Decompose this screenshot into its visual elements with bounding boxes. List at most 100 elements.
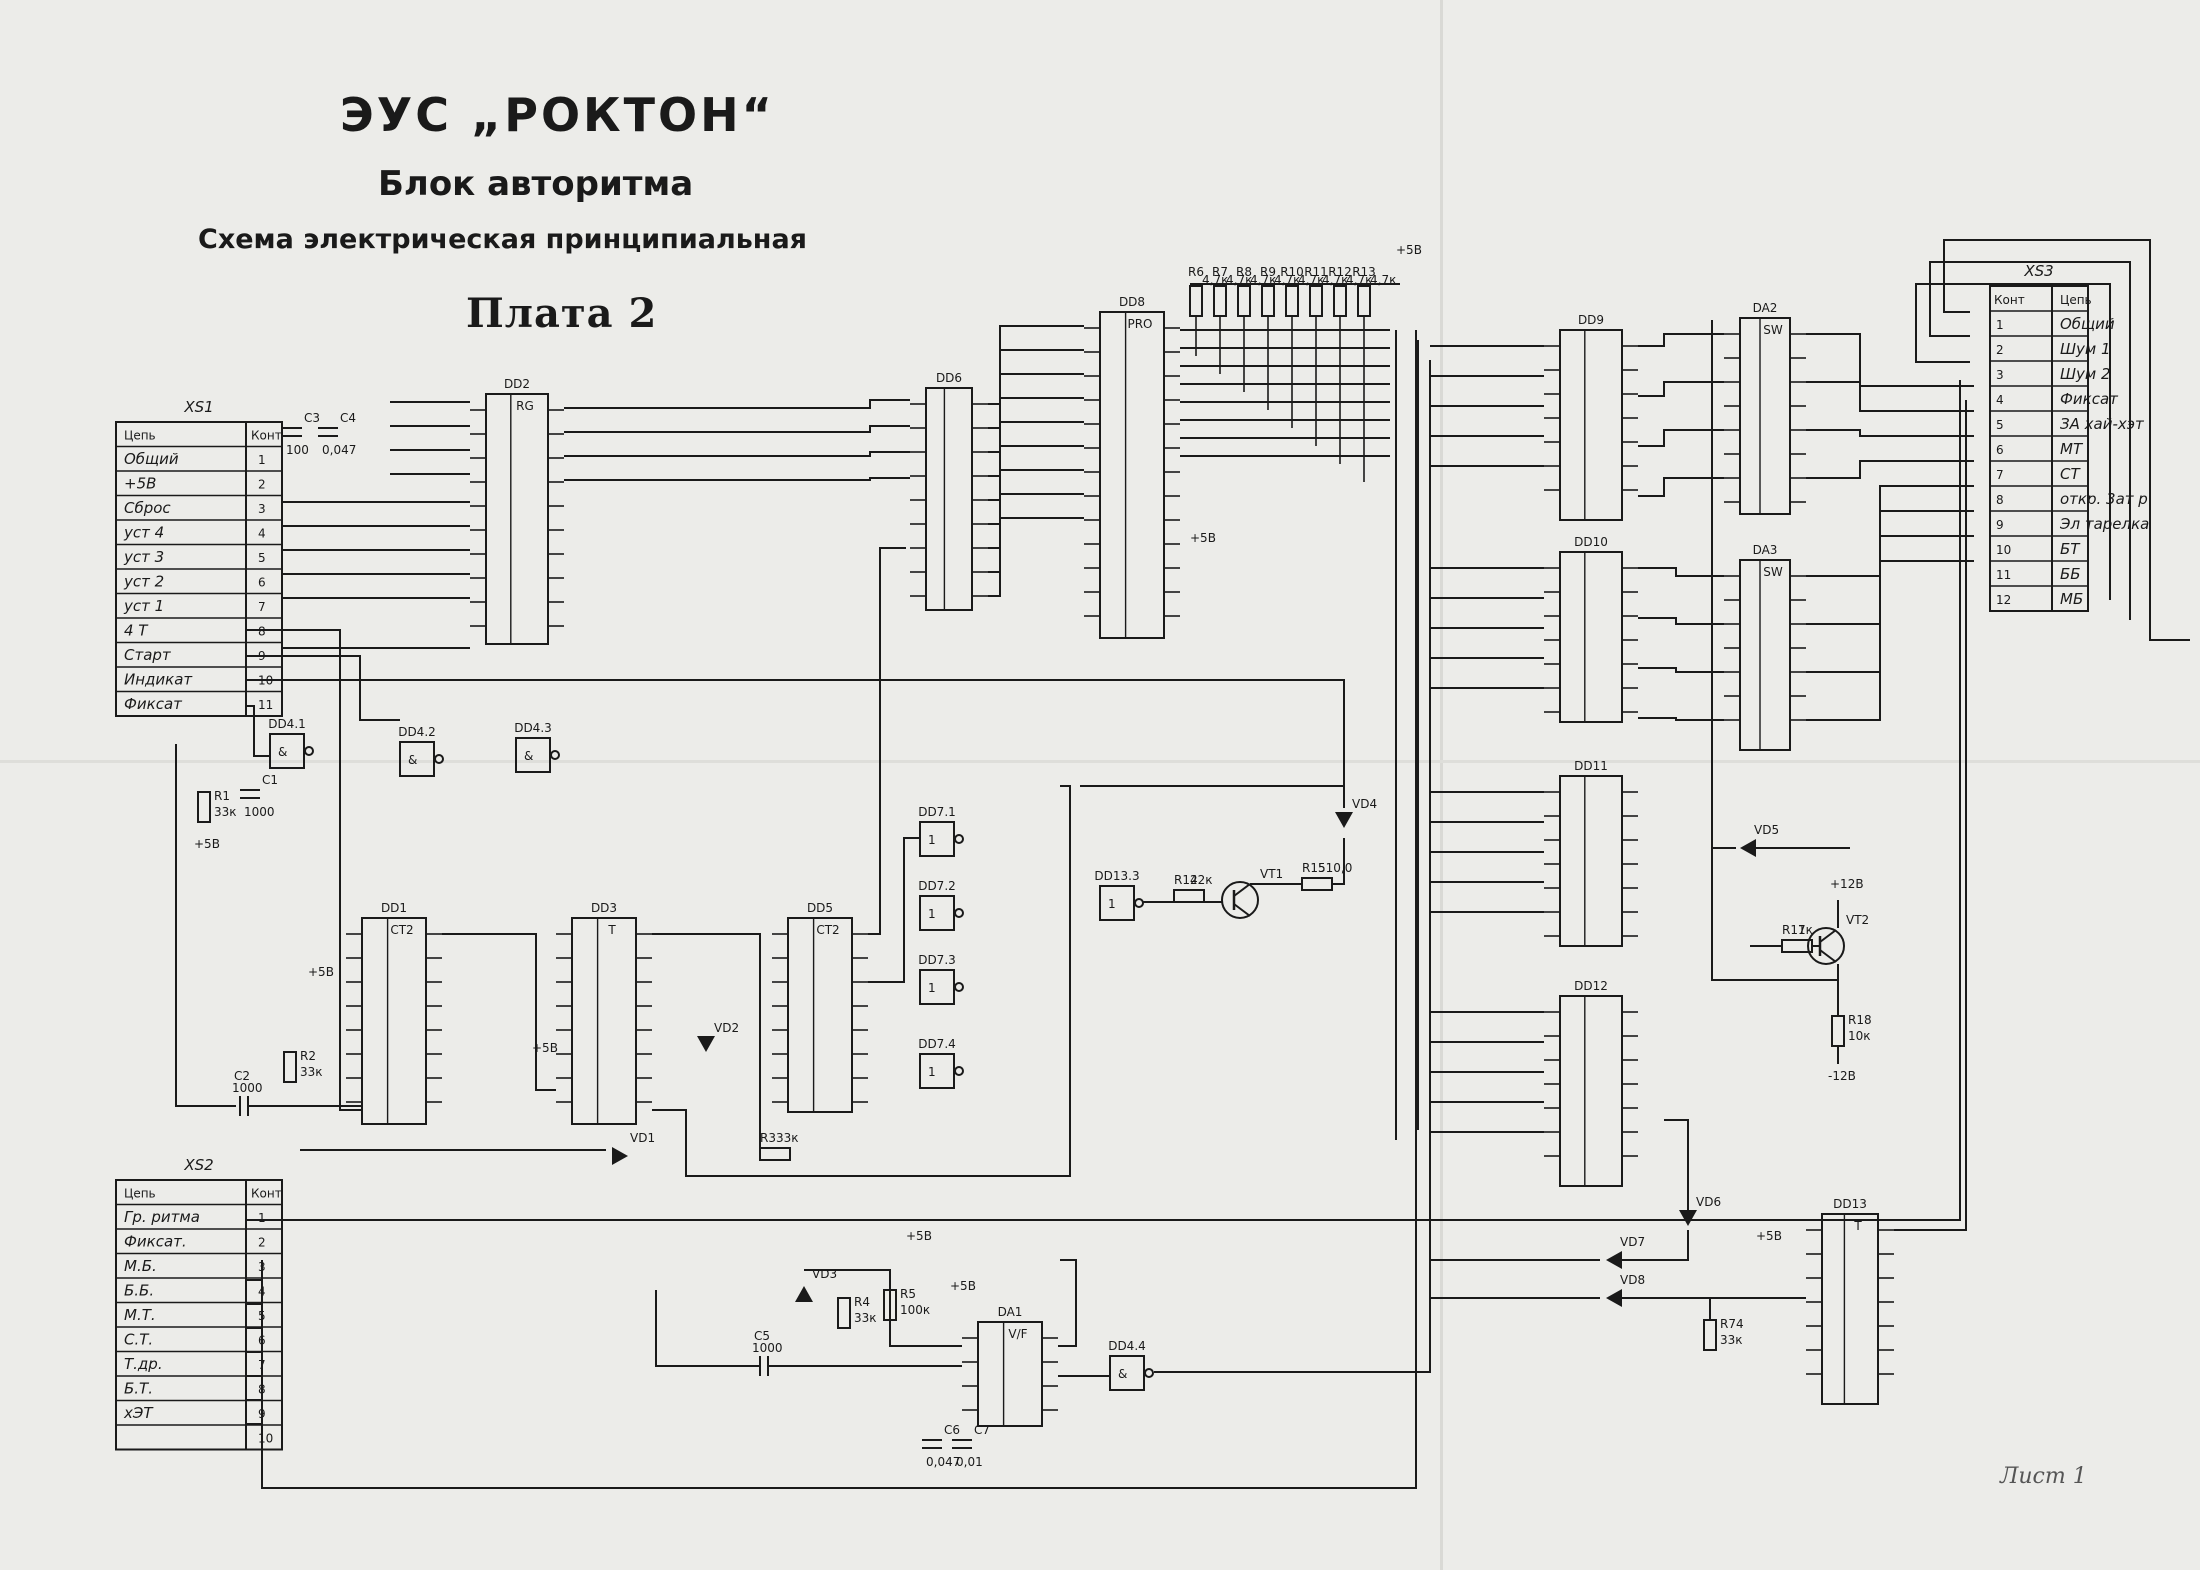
xs2-signal: Гр. ритма [124, 1208, 200, 1226]
fold-line-vertical [1440, 0, 1443, 1570]
chip-function-da2: SW [1763, 323, 1783, 337]
xs2-table [115, 1179, 283, 1451]
transistor-emitter [1233, 903, 1251, 917]
resistor-bank-ref: R10 [1280, 265, 1304, 279]
xs1-signal: Сброс [124, 499, 171, 517]
supply-plus12: +12В [1830, 877, 1864, 891]
gate-inverter [1134, 898, 1144, 908]
wire-da2-xs3 [1806, 429, 1974, 437]
xs1-pin: 8 [258, 625, 266, 639]
xs2-label: XS2 [183, 1156, 213, 1174]
title-kind: Схема электрическая принципиальная [198, 224, 808, 255]
gate-inverter [954, 982, 964, 992]
passive-r17-ref: R17 [1782, 923, 1806, 937]
sheet-number: Лист 1 [2000, 1464, 2087, 1489]
wire-r4r5 [804, 1269, 962, 1347]
chip-dd6 [925, 387, 973, 611]
passive-r74 [1703, 1319, 1717, 1351]
passive-c5-ref: C5 [754, 1329, 770, 1343]
chip-dd13 [1821, 1213, 1879, 1405]
xs2-pin: 1 [258, 1211, 266, 1225]
chip-label-dd11: DD11 [1574, 759, 1608, 773]
passive-c2-ref: C2 [234, 1069, 250, 1083]
xs3-pin: 4 [1996, 393, 2004, 407]
xs3-signal: Фиксат [2060, 390, 2119, 408]
supply-plus5-dd13: +5В [1756, 1229, 1782, 1243]
chip-label-da3: DA3 [1753, 543, 1778, 557]
passive-r5-ref: R5 [900, 1287, 916, 1301]
gate-label: DD7.2 [918, 879, 956, 893]
chip-dd9 [1559, 329, 1623, 521]
wire-xs3-loop2 [1929, 261, 2131, 620]
xs2-pin: 10 [258, 1432, 273, 1446]
passive-r1 [197, 791, 211, 823]
xs2-pin: 7 [258, 1358, 266, 1372]
gate-label: DD4.4 [1108, 1339, 1146, 1353]
xs3-signal: Шум 2 [2060, 365, 2111, 383]
passive-r4-ref: R4 [854, 1295, 870, 1309]
passive-r1-value: 33к [214, 805, 237, 819]
gate-symbol: 1 [928, 907, 936, 921]
diode-label-vd3: VD3 [812, 1267, 837, 1281]
passive-r2-value: 33к [300, 1065, 323, 1079]
wire-da3-xs3 [1806, 560, 1974, 721]
xs1-header-b: Конт [251, 429, 282, 443]
xs1-pin: 1 [258, 453, 266, 467]
xs1-signal: 4 Т [124, 622, 149, 640]
resistor-bank-ref: R12 [1328, 265, 1352, 279]
chip-label-dd12: DD12 [1574, 979, 1608, 993]
xs1-signal: Индикат [124, 671, 193, 689]
gate-dd13-3 [1099, 885, 1135, 921]
chip-label-dd1: DD1 [381, 901, 407, 915]
resistor-r8 [1237, 285, 1251, 317]
gate-inverter [550, 750, 560, 760]
wire-vt2-col [1711, 320, 1838, 981]
xs1-pin: 6 [258, 576, 266, 590]
supply-plus5-r1: +5В [194, 837, 220, 851]
xs1-header-a: Цепь [124, 429, 156, 443]
passive-r18-ref: R18 [1848, 1013, 1872, 1027]
xs3-signal: СТ [2060, 465, 2081, 483]
passive-c5-value: 1000 [752, 1341, 783, 1355]
gate-label: DD7.4 [918, 1037, 956, 1051]
xs1-signal: уст 3 [123, 548, 164, 566]
resistor-r6 [1189, 285, 1203, 317]
chip-label-dd2: DD2 [504, 377, 530, 391]
xs2-signal: Б.Б. [124, 1282, 154, 1300]
resistor-r11 [1309, 285, 1323, 317]
wire-dd-da3 [1638, 567, 1724, 577]
passive-r17-value: 1к [1798, 923, 1813, 937]
xs2-signal: Б.Т. [124, 1380, 153, 1398]
transistor-emitter [1819, 949, 1837, 963]
xs1-signal: Общий [124, 450, 179, 468]
passive-r3 [759, 1147, 791, 1161]
chip-function-da1: V/F [1008, 1327, 1027, 1341]
xs1-pin: 10 [258, 674, 273, 688]
resistor-bank-ref: R9 [1260, 265, 1276, 279]
gate-symbol: 1 [928, 833, 936, 847]
wire-dd-da3 [1638, 717, 1724, 721]
xs1-pin: 9 [258, 649, 266, 663]
diode-vd2 [697, 1036, 715, 1052]
wire-dd5-dd7 [868, 837, 920, 983]
xs3-pin: 9 [1996, 518, 2004, 532]
chip-label-da1: DA1 [998, 1305, 1023, 1319]
gate-label: DD7.3 [918, 953, 956, 967]
passive-c6-ref: C6 [944, 1423, 960, 1437]
chip-da1 [977, 1321, 1043, 1427]
supply-plus5-da1: +5В [950, 1279, 976, 1293]
passive-c7-ref: C7 [974, 1423, 990, 1437]
passive-r3-ref: R3 [760, 1131, 776, 1145]
wire-da2-xs3 [1806, 381, 1974, 412]
xs1-pin: 2 [258, 478, 266, 492]
chip-dd8 [1099, 311, 1165, 639]
passive-r74-ref: R74 [1720, 1317, 1744, 1331]
xs1-pin: 5 [258, 551, 266, 565]
diode-label-vd7: VD7 [1620, 1235, 1645, 1249]
gate-inverter [954, 1066, 964, 1076]
xs1-signal: уст 4 [123, 524, 164, 542]
xs2-signal: Т.др. [124, 1355, 163, 1373]
gate-symbol: & [1118, 1367, 1127, 1381]
wire-da3-xs3 [1806, 535, 1974, 673]
